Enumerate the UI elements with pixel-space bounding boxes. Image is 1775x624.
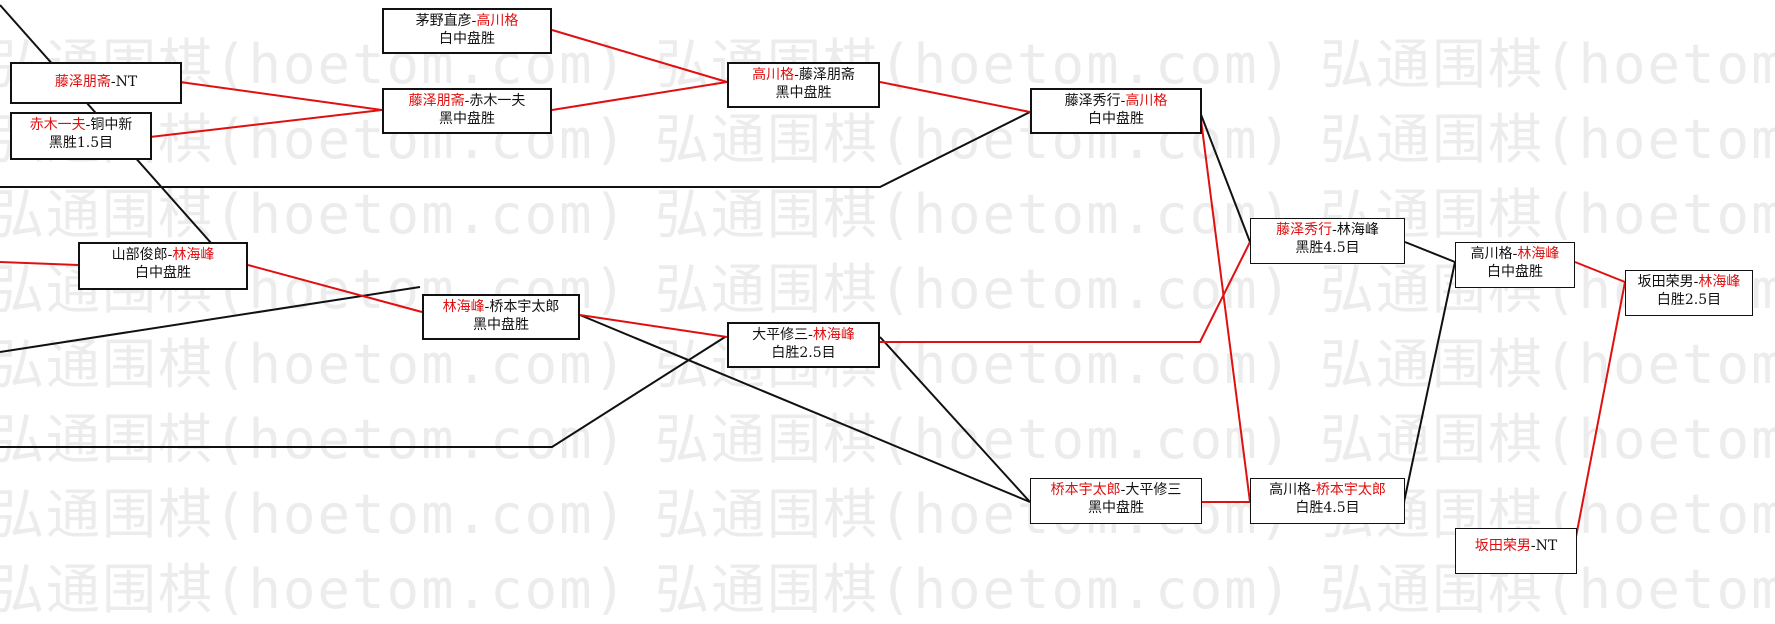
winner-name: 林海峰	[442, 299, 485, 315]
winner-name: 高川格	[1125, 93, 1168, 109]
winner-name: 林海峰	[1698, 274, 1741, 290]
match-result: 白中盘胜	[439, 31, 495, 47]
bracket-line	[149, 109, 383, 138]
player-name: 铜中新	[90, 117, 133, 133]
player-name: 山部俊郎	[111, 247, 168, 263]
bracket-line	[551, 81, 728, 111]
match-box: 赤木一夫-铜中新 黑胜1.5目	[10, 112, 152, 160]
match-result: 白胜2.5目	[771, 345, 836, 361]
player-name: 大平修三	[752, 327, 809, 343]
match-result: 黑中盘胜	[473, 317, 529, 333]
bracket-line	[1404, 241, 1456, 263]
winner-name: 坂田荣男	[1474, 538, 1531, 554]
match-result: 白中盘胜	[1088, 111, 1144, 127]
player-name: 桥本宇太郎	[489, 299, 560, 315]
bracket-line	[551, 29, 728, 83]
winner-name: 赤木一夫	[29, 117, 86, 133]
player-name: 藤泽朋斋	[798, 67, 855, 83]
match-box: 高川格-林海峰 白中盘胜	[1455, 242, 1575, 288]
player-name: 藤泽秀行	[1064, 93, 1121, 109]
bracket-line	[0, 261, 79, 266]
match-result: 黑胜4.5目	[1295, 240, 1360, 256]
winner-name: 高川格	[476, 13, 519, 29]
match-result: 黑中盘胜	[439, 111, 495, 127]
match-box: 坂田荣男-NT	[1455, 528, 1577, 574]
match-box: 桥本宇太郎-大平修三 黑中盘胜	[1030, 478, 1202, 524]
player-name: NT	[115, 74, 138, 90]
bracket-line	[0, 336, 726, 448]
match-result: 黑中盘胜	[1088, 500, 1144, 516]
bracket-line	[0, 286, 421, 353]
player-name: 赤木一夫	[469, 93, 526, 109]
winner-name: 桥本宇太郎	[1050, 482, 1121, 498]
match-box: 茅野直彦-高川格 白中盘胜	[382, 8, 552, 54]
match-box: 大平修三-林海峰 白胜2.5目	[727, 322, 880, 368]
match-result: 白胜2.5目	[1656, 292, 1722, 308]
player-name: 高川格	[1269, 482, 1312, 498]
match-result: 黑中盘胜	[775, 85, 832, 101]
bracket-line	[1403, 261, 1456, 503]
match-box: 藤泽秀行-高川格 白中盘胜	[1030, 88, 1202, 134]
bracket-line	[1574, 261, 1626, 283]
bracket-line	[247, 264, 423, 313]
player-name: 高川格	[1470, 246, 1513, 262]
match-box: 藤泽朋斋-赤木一夫 黑中盘胜	[382, 88, 552, 134]
bracket-line	[880, 241, 1251, 343]
match-box: 藤泽朋斋-NT	[10, 62, 182, 104]
winner-name: 高川格	[752, 67, 795, 83]
match-box: 高川格-桥本宇太郎 白胜4.5目	[1250, 478, 1405, 524]
winner-name: 林海峰	[812, 327, 855, 343]
bracket-line	[879, 336, 1031, 503]
bracket-line	[879, 81, 1031, 113]
winner-name: 藤泽朋斋	[408, 93, 465, 109]
bracket-line	[1574, 281, 1626, 543]
match-result: 黑胜1.5目	[48, 135, 114, 151]
match-box: 高川格-藤泽朋斋 黑中盘胜	[727, 62, 880, 108]
match-result: 白胜4.5目	[1295, 500, 1360, 516]
winner-name: 林海峰	[1517, 246, 1560, 262]
player-name: 茅野直彦	[415, 13, 472, 29]
match-box: 林海峰-桥本宇太郎 黑中盘胜	[422, 294, 580, 340]
bracket-line	[179, 81, 383, 111]
winner-name: 林海峰	[172, 247, 215, 263]
bracket-lines	[0, 4, 1626, 543]
bracket-line	[1199, 111, 1251, 503]
player-name: NT	[1535, 538, 1558, 554]
player-name: 林海峰	[1336, 222, 1379, 238]
winner-name: 藤泽朋斋	[54, 74, 111, 90]
winner-name: 藤泽秀行	[1276, 222, 1333, 238]
player-name: 大平修三	[1125, 482, 1182, 498]
bracket-line	[1199, 111, 1251, 243]
player-name: 坂田荣男	[1637, 274, 1694, 290]
bracket-line	[579, 314, 1031, 503]
bracket-line	[579, 314, 728, 338]
match-result: 白中盘胜	[135, 265, 191, 281]
match-result: 白中盘胜	[1487, 264, 1543, 280]
bracket-line	[0, 111, 1031, 188]
match-box: 坂田荣男-林海峰 白胜2.5目	[1625, 270, 1753, 316]
winner-name: 桥本宇太郎	[1315, 482, 1386, 498]
match-box: 山部俊郎-林海峰 白中盘胜	[78, 242, 248, 290]
match-box: 藤泽秀行-林海峰 黑胜4.5目	[1250, 218, 1405, 264]
